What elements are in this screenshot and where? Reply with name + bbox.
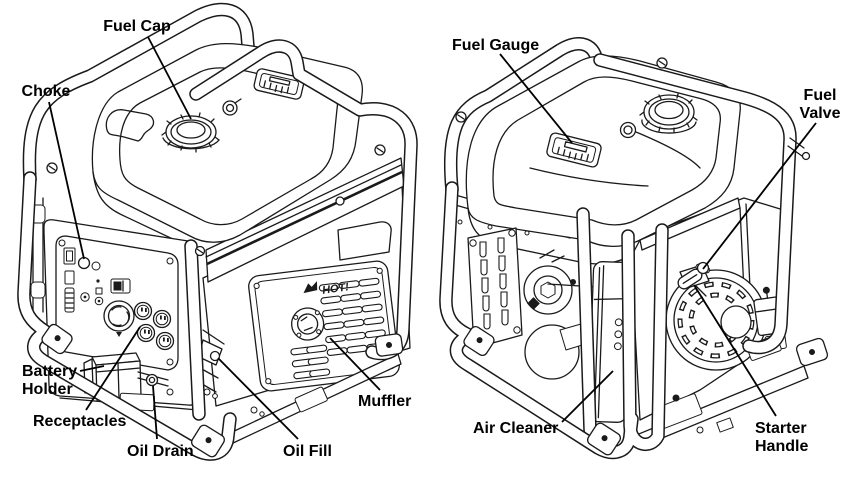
leader-oil-fill [217,357,299,440]
tank-vent [222,98,242,116]
tank-vent [619,121,701,169]
leader-fuel-valve [702,122,817,270]
fuel-tank [91,42,364,251]
leader-battery-holder [79,365,105,372]
label-starter-handle-2: Handle [755,438,808,455]
hot-warning-text: HOT! [321,281,350,297]
cylinder-shroud [467,227,523,349]
fuel-gauge [546,132,602,168]
engine-switch [110,278,131,294]
frame-screws [455,57,811,161]
control-panel [55,235,179,371]
label-choke: Choke [22,83,71,100]
duplex-receptacles [133,301,175,351]
leader-oil-drain [152,385,158,440]
battery-holder [83,352,142,401]
frame-screws [46,144,386,257]
fuel-cap [639,93,698,133]
label-receptacles: Receptacles [33,413,126,430]
leader-choke [48,101,85,260]
generator-left-view: HOT! [17,2,418,461]
muffler [248,260,400,392]
leader-receptacles [85,326,141,411]
leader-fuel-cap [147,36,192,120]
label-oil-drain: Oil Drain [127,443,194,460]
generator-right-view [439,37,829,460]
label-fuel-valve-2: Valve [800,105,841,122]
side-rail [205,157,405,283]
leader-starter-handle [693,284,777,417]
hot-warning: HOT! [303,281,350,297]
leader-air-cleaner [561,370,614,423]
label-battery-holder-1: Battery [22,363,77,380]
engine-block [523,249,597,380]
engine-oil-fill [198,329,225,399]
tube-clamp [463,325,495,357]
label-battery-holder-2: Holder [22,381,73,398]
label-muffler: Muffler [358,393,411,410]
tube-clamp [795,337,829,367]
label-fuel-gauge: Fuel Gauge [452,37,539,54]
tank-gauge-plate [253,68,305,100]
fuel-tank [465,55,741,265]
panel-small-controls [80,287,104,306]
panel-switches [63,247,76,313]
leader-fuel-gauge [499,53,573,144]
label-oil-fill: Oil Fill [283,443,332,460]
fuel-cap [161,112,220,153]
label-fuel-valve-1: Fuel [804,87,837,104]
hot-icon [303,281,318,294]
tube-clamp [374,333,404,357]
leader-muffler [329,337,381,391]
oil-drain-plug [145,373,159,387]
label-fuel-cap: Fuel Cap [103,18,171,35]
muffler-heat-shield [337,221,392,261]
panel-indicator [96,279,100,283]
tube-clamp [191,424,225,458]
tube-clamp [586,422,622,456]
label-starter-handle-1: Starter [755,420,807,437]
label-air-cleaner: Air Cleaner [473,420,558,437]
exhaust-outlet [290,307,325,341]
tube-clamp [41,323,73,355]
callout-labels: Fuel Cap Choke Battery Holder Receptacle… [22,18,841,460]
twistlock-receptacle [103,300,135,337]
leader-lines [48,36,817,440]
